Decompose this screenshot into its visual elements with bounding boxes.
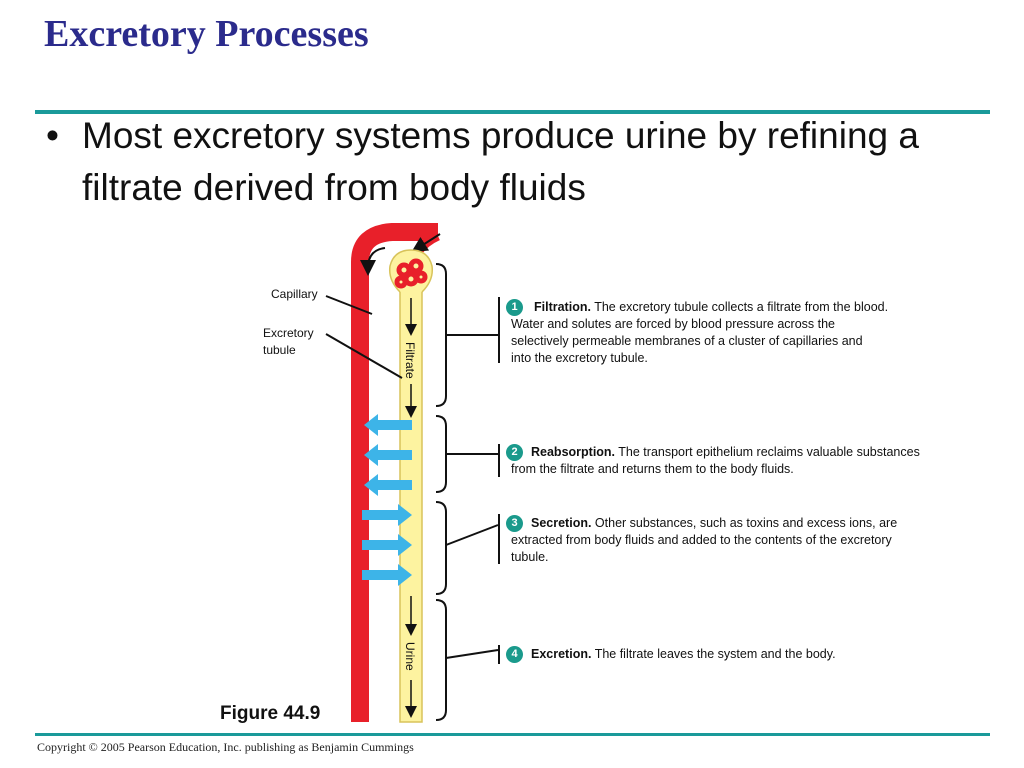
- blood-flow-arrow-2: [411, 233, 441, 253]
- brackets: [435, 263, 499, 721]
- urine-label: Urine: [403, 642, 417, 671]
- step-text: The filtrate leaves the system and the b…: [594, 647, 836, 661]
- secretion-arrows: [362, 504, 412, 586]
- step-number-badge: 4: [506, 646, 523, 663]
- step-text: Water and solutes are forced by blood pr…: [511, 317, 836, 331]
- step-title: Secretion.: [531, 516, 592, 530]
- step-filtration: 1 Filtration. The excretory tubule colle…: [506, 299, 976, 367]
- step-title: Filtration.: [534, 300, 591, 314]
- step-text: from the filtrate and returns them to th…: [511, 462, 794, 476]
- bullet-text: Most excretory systems produce urine by …: [82, 115, 919, 208]
- step-text: Other substances, such as toxins and exc…: [594, 516, 898, 530]
- step-text: extracted from body fluids and added to …: [511, 533, 892, 547]
- step-title: Reabsorption.: [531, 445, 616, 459]
- blood-flow-arrow-1: [360, 247, 386, 276]
- capillary-vessel: [351, 223, 438, 722]
- step-excretion: 4 Excretion. The filtrate leaves the sys…: [506, 646, 976, 663]
- step-text: into the excretory tubule.: [511, 351, 648, 365]
- step-number-badge: 3: [506, 515, 523, 532]
- copyright-notice: Copyright © 2005 Pearson Education, Inc.…: [37, 740, 414, 754]
- footer-divider: [35, 733, 990, 736]
- figure-label: Figure 44.9: [220, 703, 321, 724]
- step-secretion: 3 Secretion. Other substances, such as t…: [506, 515, 976, 566]
- step-number-badge: 1: [506, 299, 523, 316]
- step-title: Excretion.: [531, 647, 592, 661]
- title-divider: [35, 110, 990, 114]
- step-reabsorption: 2 Reabsorption. The transport epithelium…: [506, 444, 996, 478]
- glomerulus: [394, 258, 428, 289]
- slide-title: Excretory Processes: [44, 13, 369, 55]
- step-number-badge: 2: [506, 444, 523, 461]
- reabsorption-arrows: [364, 414, 412, 496]
- bullet-point: • Most excretory systems produce urine b…: [46, 110, 996, 214]
- excretory-tubule-label-line2: tubule: [263, 343, 296, 357]
- tubule-leader: [325, 333, 403, 379]
- excretory-tubule-label-line1: Excretory: [263, 326, 314, 340]
- capillary-leader: [325, 295, 373, 315]
- bullet-dot: •: [46, 115, 59, 156]
- step-text: selectively permeable membranes of a clu…: [511, 334, 863, 348]
- step-text: tubule.: [511, 550, 549, 564]
- capillary-label: Capillary: [271, 287, 318, 301]
- step-text: The excretory tubule collects a filtrate…: [594, 300, 889, 314]
- filtrate-label: Filtrate: [403, 342, 417, 379]
- step-text: The transport epithelium reclaims valuab…: [618, 445, 920, 459]
